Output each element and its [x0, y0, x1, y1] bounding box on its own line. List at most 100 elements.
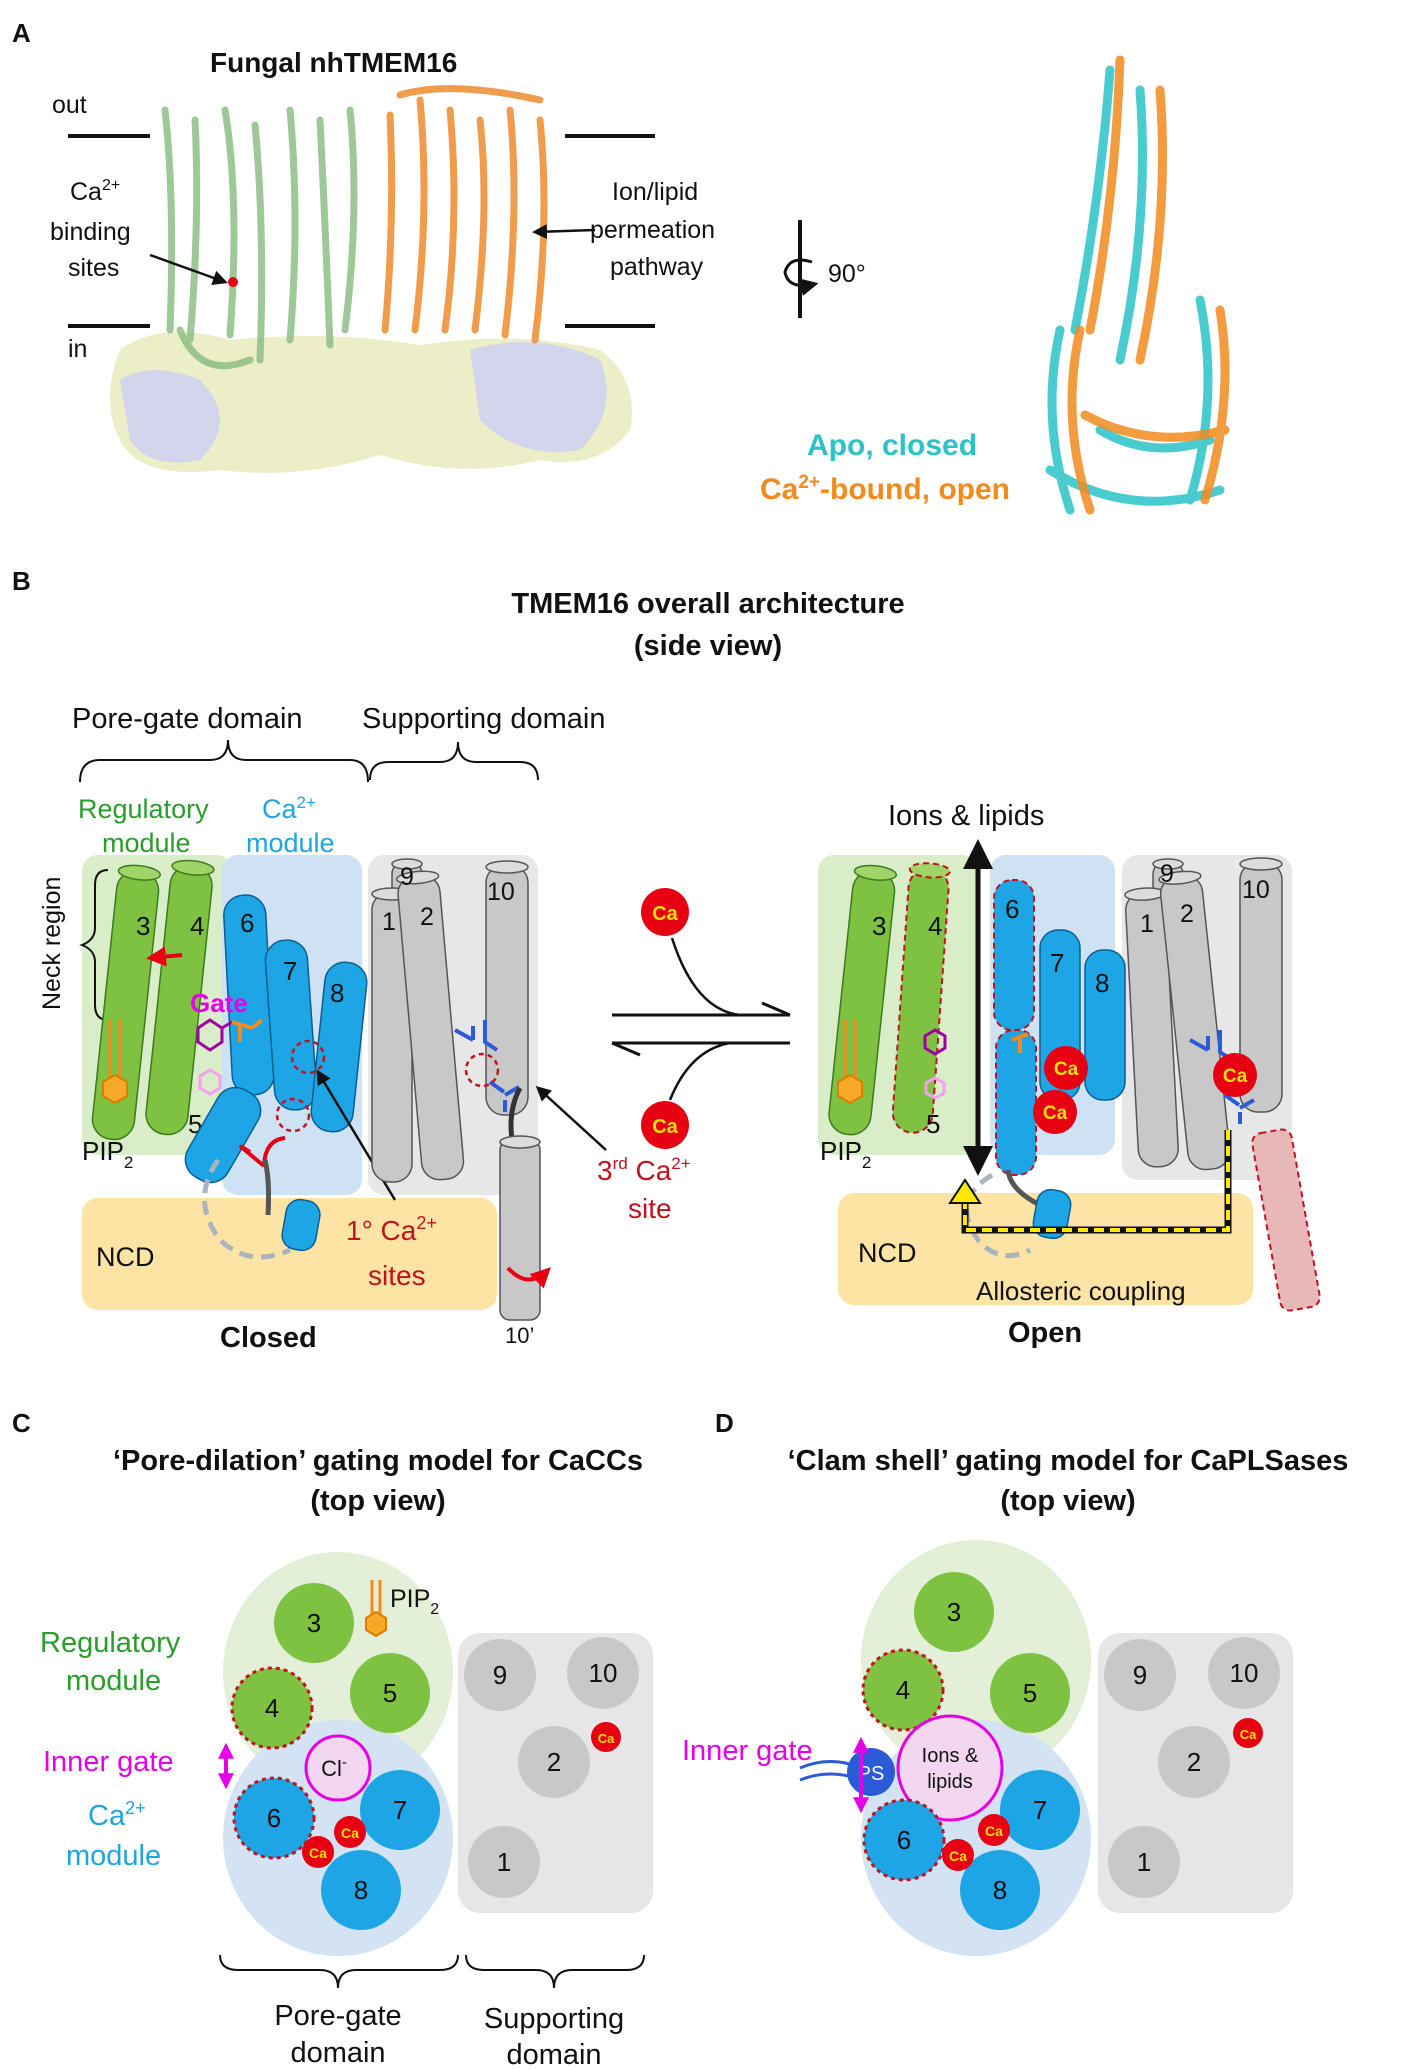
pip2-closed	[102, 1020, 128, 1105]
helix-4-top	[230, 1666, 314, 1750]
ca-ion-top-d-2-label: Ca	[949, 1848, 967, 1864]
helix-2-top-d-label: 2	[1187, 1747, 1201, 1777]
forward-arrow	[761, 1001, 791, 1017]
ca-ion-top-d-1	[978, 1814, 1010, 1846]
rotation-label: 90°	[828, 260, 866, 288]
helix-6-top-d-label: 6	[897, 1825, 911, 1855]
third-site-empty	[464, 1052, 500, 1088]
inner-gate-label-d: Inner gate	[682, 1735, 813, 1767]
ions-lipids-pore-line2: lipids	[927, 1771, 973, 1793]
helix-label-9-open: 9	[1160, 860, 1174, 888]
allosteric-coupling-arrow	[963, 1130, 1230, 1232]
helix-label-7: 7	[283, 956, 297, 986]
primary-sites-label: 1° Ca	[346, 1215, 417, 1246]
svg-text:Cl-: Cl-	[321, 1754, 347, 1781]
ca-binding-label-sup: 2+	[102, 177, 120, 194]
helix-2-top-d	[1158, 1726, 1230, 1798]
inner-gate-label-c: Inner gate	[43, 1746, 174, 1778]
ions-lipids-pore	[896, 1714, 1004, 1822]
dashed-linker-open	[964, 1172, 1032, 1259]
helix-8-open	[1084, 949, 1126, 1101]
in-label: in	[68, 335, 87, 363]
helix-1-open	[1124, 887, 1179, 1168]
ca-ion-top-c-third-label: Ca	[598, 1731, 615, 1746]
helix-10-top-d-label: 10	[1230, 1658, 1259, 1688]
ca-ion-top-d-2	[942, 1839, 974, 1871]
legend-ca-bound-sup: 2+	[798, 472, 820, 493]
helix-8-top-label: 8	[354, 1875, 368, 1905]
helix-5-top-d	[990, 1653, 1070, 1733]
ca-ion-top-d-1-label: Ca	[985, 1823, 1003, 1839]
ca-ion-open-2	[1033, 1090, 1077, 1134]
ca-binding-label-ca: Ca	[70, 178, 102, 206]
panel-d-title-line2: (top view)	[1000, 1485, 1135, 1517]
svg-text:Ca2+: Ca2+	[262, 793, 316, 824]
helix-4-open	[891, 862, 951, 1134]
helix-label-1: 1	[382, 908, 396, 936]
supporting-label-c-line2: domain	[506, 2039, 601, 2071]
helix-6-top	[232, 1776, 316, 1860]
ca-module-label-c-sup: 2+	[125, 1798, 146, 1818]
helix-7-top	[360, 1770, 440, 1850]
helix-label-3-open: 3	[872, 911, 886, 941]
helix-label-4-open: 4	[928, 911, 942, 941]
panel-b: B TMEM16 overall architecture (side view…	[12, 566, 1321, 1354]
helix-label-7-open: 7	[1050, 948, 1064, 978]
gate-residue	[196, 1018, 233, 1052]
ca-ion-top-c-third	[591, 1722, 621, 1752]
helix-4	[145, 859, 215, 1136]
helix-9-top	[464, 1639, 536, 1711]
gate-residue-light	[198, 1068, 222, 1096]
supporting-brace-c	[465, 1954, 645, 1989]
pip2-sub-closed: 2	[124, 1153, 133, 1172]
allosteric-coupling-label: Allosteric coupling	[976, 1276, 1186, 1306]
helix-5-top-label: 5	[383, 1678, 397, 1708]
legend-ca-bound-suffix: -bound, open	[820, 473, 1010, 506]
panel-b-title-line1: TMEM16 overall architecture	[511, 588, 904, 620]
primary-site-empty-1	[290, 1039, 326, 1075]
panel-b-title-line2: (side view)	[634, 630, 782, 662]
helix-7-top-d	[1000, 1770, 1080, 1850]
primary-sites-label-line2: sites	[368, 1260, 426, 1291]
ca-ion-top-c-2	[302, 1836, 334, 1868]
panel-c: C ‘Pore-dilation’ gating model for CaCCs…	[12, 1408, 653, 2071]
helix-label-3: 3	[136, 911, 150, 941]
legend-ca-bound-prefix: Ca	[760, 473, 799, 506]
helix-6-open-lower	[995, 1029, 1037, 1176]
third-site-label-rd: rd	[613, 1154, 628, 1173]
linker-closed	[262, 1159, 272, 1216]
helix-label-5-open: 5	[926, 1109, 940, 1139]
helix-10prime-rotation-arrow	[506, 1266, 551, 1289]
helix-10prime-closed	[499, 1139, 541, 1321]
small-helix-open	[1032, 1188, 1072, 1240]
helix-label-10prime: 10’	[505, 1323, 534, 1348]
blue-residues-bottom-open	[1223, 1093, 1255, 1124]
ions-lipids-pore-line1: Ions &	[922, 1745, 979, 1767]
helix-2-closed	[395, 870, 465, 1181]
svg-text:PIP2: PIP2	[390, 1585, 439, 1618]
neck-region-label: Neck region	[38, 877, 66, 1010]
gate-residue-light-open	[924, 1076, 946, 1100]
ca-ion-outgoing-label: Ca	[652, 1116, 678, 1138]
ca-module-label-ca: Ca	[262, 794, 297, 824]
apo-vs-ca-overlay-structure	[1045, 55, 1230, 515]
regulatory-label-line1: Regulatory	[78, 794, 209, 824]
helix-label-2: 2	[420, 903, 434, 931]
helix-10-top	[567, 1637, 639, 1709]
pore-gate-domain-label: Pore-gate domain	[72, 703, 303, 735]
blue-residues-top-closed	[454, 1020, 499, 1052]
regulatory-label-c-line1: Regulatory	[40, 1627, 181, 1659]
helix-label-6: 6	[240, 908, 254, 938]
helix-10-top-d	[1208, 1637, 1280, 1709]
helix-label-8-open: 8	[1095, 968, 1109, 998]
helix-4-movement-arrow	[146, 946, 183, 967]
ca-ion-outgoing	[641, 1101, 689, 1149]
helix-label-1-open: 1	[1140, 910, 1154, 938]
helix-8-top	[321, 1850, 401, 1930]
helix-3-top-label: 3	[307, 1608, 321, 1638]
panel-c-title-line2: (top view)	[310, 1485, 445, 1517]
pore-gate-label-c-line1: Pore-gate	[274, 2000, 401, 2032]
ca-module-label-line2: module	[246, 828, 335, 858]
ca-binding-label-line3: sites	[68, 254, 119, 282]
helix-label-6-open: 6	[1005, 894, 1019, 924]
